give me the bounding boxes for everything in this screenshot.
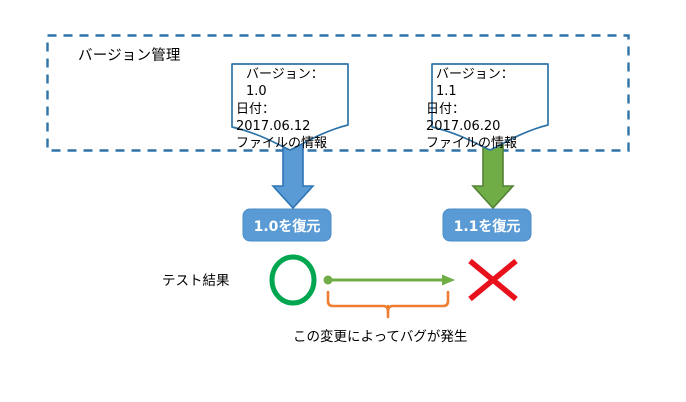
version-callout-1-1-text: バージョン：1.1 日付：2017.06.20 ファイルの情報 xyxy=(426,66,534,152)
bug-caption: この変更によってバグが発生 xyxy=(293,329,468,345)
bug-range-brace xyxy=(326,290,450,319)
callout-1-info-line: ファイルの情報 xyxy=(236,136,328,152)
group-box-title: バージョン管理 xyxy=(78,48,181,64)
restore-1-0-button-label[interactable]: 1.0を復元 xyxy=(253,219,321,235)
restore-1-1-button-label[interactable]: 1.1を復元 xyxy=(453,219,521,235)
change-arrow xyxy=(323,274,455,286)
test-result-label: テスト結果 xyxy=(162,273,230,289)
fail-cross-icon xyxy=(468,258,518,302)
callout-1-date-line: 日付：2017.06.12 xyxy=(236,101,311,134)
version-callout-1-0-text: バージョン：1.0 日付：2017.06.12 ファイルの情報 xyxy=(236,66,344,152)
callout-2-date-line: 日付：2017.06.20 xyxy=(426,101,501,134)
callout-2-version-line: バージョン：1.1 xyxy=(436,67,514,100)
pass-circle-icon xyxy=(269,254,317,306)
callout-1-version-line: バージョン：1.0 xyxy=(246,67,324,100)
callout-2-info-line: ファイルの情報 xyxy=(426,136,518,152)
